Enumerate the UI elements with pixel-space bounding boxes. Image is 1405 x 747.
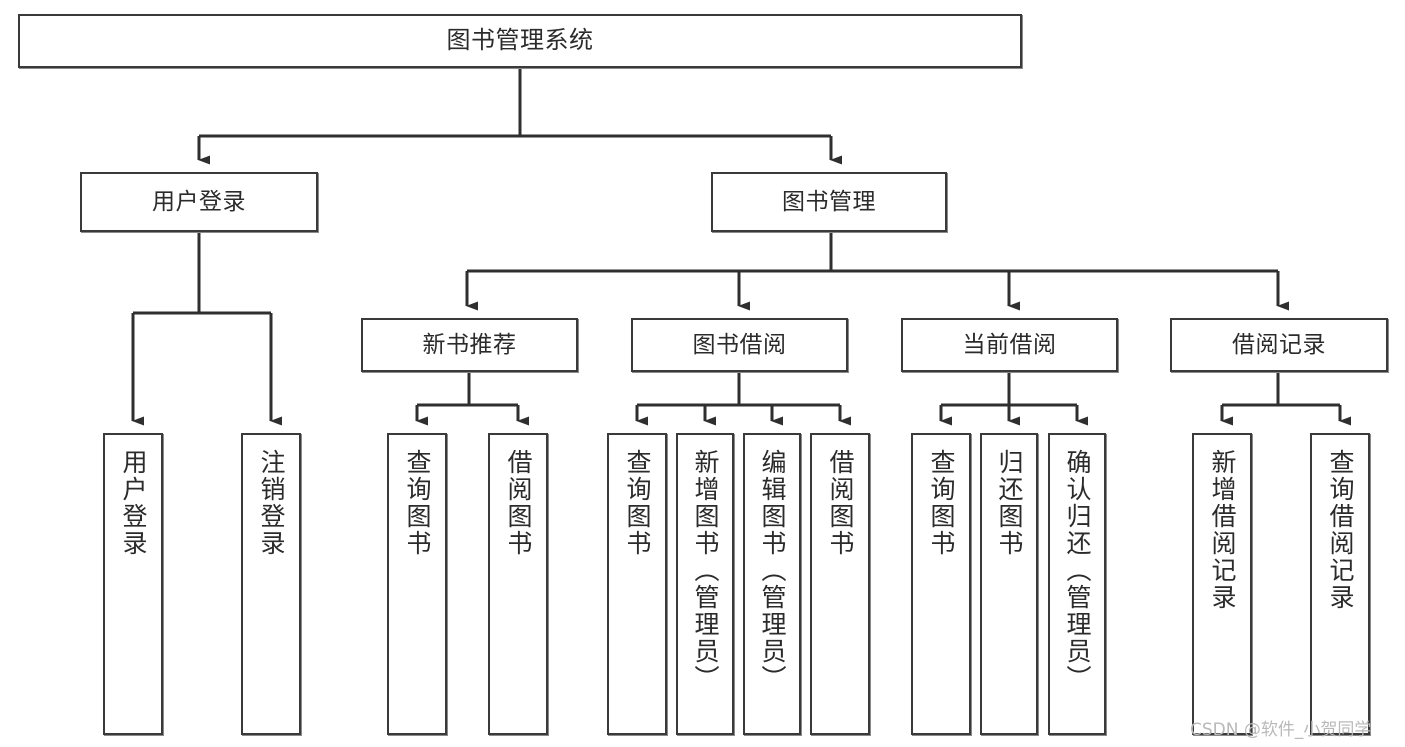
node-label: 归还图书: [995, 449, 1024, 557]
node-label: 新增借阅记录: [1208, 449, 1237, 611]
node-label: 查询图书: [403, 449, 432, 557]
node-user-login[interactable]: 用户登录: [80, 172, 318, 232]
leaf-add-book-admin[interactable]: 新增图书（管理员）: [676, 433, 734, 735]
node-root-book-management-system[interactable]: 图书管理系统: [18, 14, 1022, 68]
node-borrow-record[interactable]: 借阅记录: [1170, 318, 1388, 372]
node-label: 新增图书（管理员）: [691, 449, 720, 692]
node-book-borrow[interactable]: 图书借阅: [631, 318, 848, 372]
node-label: 借阅图书: [826, 449, 855, 557]
leaf-borrow-book[interactable]: 借阅图书: [810, 433, 870, 735]
node-label: 查询借阅记录: [1326, 449, 1355, 611]
leaf-confirm-return-admin[interactable]: 确认归还（管理员）: [1048, 433, 1106, 735]
leaf-edit-book-admin[interactable]: 编辑图书（管理员）: [743, 433, 801, 735]
leaf-borrow-book-recommend[interactable]: 借阅图书: [488, 433, 548, 735]
leaf-user-login[interactable]: 用户登录: [103, 433, 163, 735]
node-label: 图书借阅: [692, 331, 787, 358]
leaf-add-borrow-record[interactable]: 新增借阅记录: [1192, 433, 1252, 735]
leaf-return-book[interactable]: 归还图书: [980, 433, 1038, 735]
leaf-query-book-current[interactable]: 查询图书: [911, 433, 971, 735]
node-new-book-recommend[interactable]: 新书推荐: [361, 318, 578, 372]
node-label: 图书管理系统: [446, 26, 594, 55]
leaf-query-borrow-record[interactable]: 查询借阅记录: [1310, 433, 1370, 735]
leaf-logout[interactable]: 注销登录: [241, 433, 301, 735]
node-label: 新书推荐: [422, 331, 517, 358]
node-book-management[interactable]: 图书管理: [711, 172, 947, 232]
node-label: 借阅图书: [504, 449, 533, 557]
node-label: 查询图书: [623, 449, 652, 557]
node-label: 当前借阅: [962, 331, 1057, 358]
node-label: 用户登录: [152, 188, 246, 215]
node-label: 用户登录: [119, 449, 148, 557]
leaf-query-book-borrow[interactable]: 查询图书: [607, 433, 667, 735]
node-label: 借阅记录: [1232, 331, 1326, 358]
node-label: 查询图书: [927, 449, 956, 557]
leaf-query-book-recommend[interactable]: 查询图书: [387, 433, 447, 735]
node-label: 图书管理: [782, 188, 876, 215]
node-current-borrow[interactable]: 当前借阅: [901, 318, 1118, 372]
node-label: 注销登录: [257, 449, 286, 557]
node-label: 确认归还（管理员）: [1063, 449, 1092, 692]
node-label: 编辑图书（管理员）: [758, 449, 787, 692]
